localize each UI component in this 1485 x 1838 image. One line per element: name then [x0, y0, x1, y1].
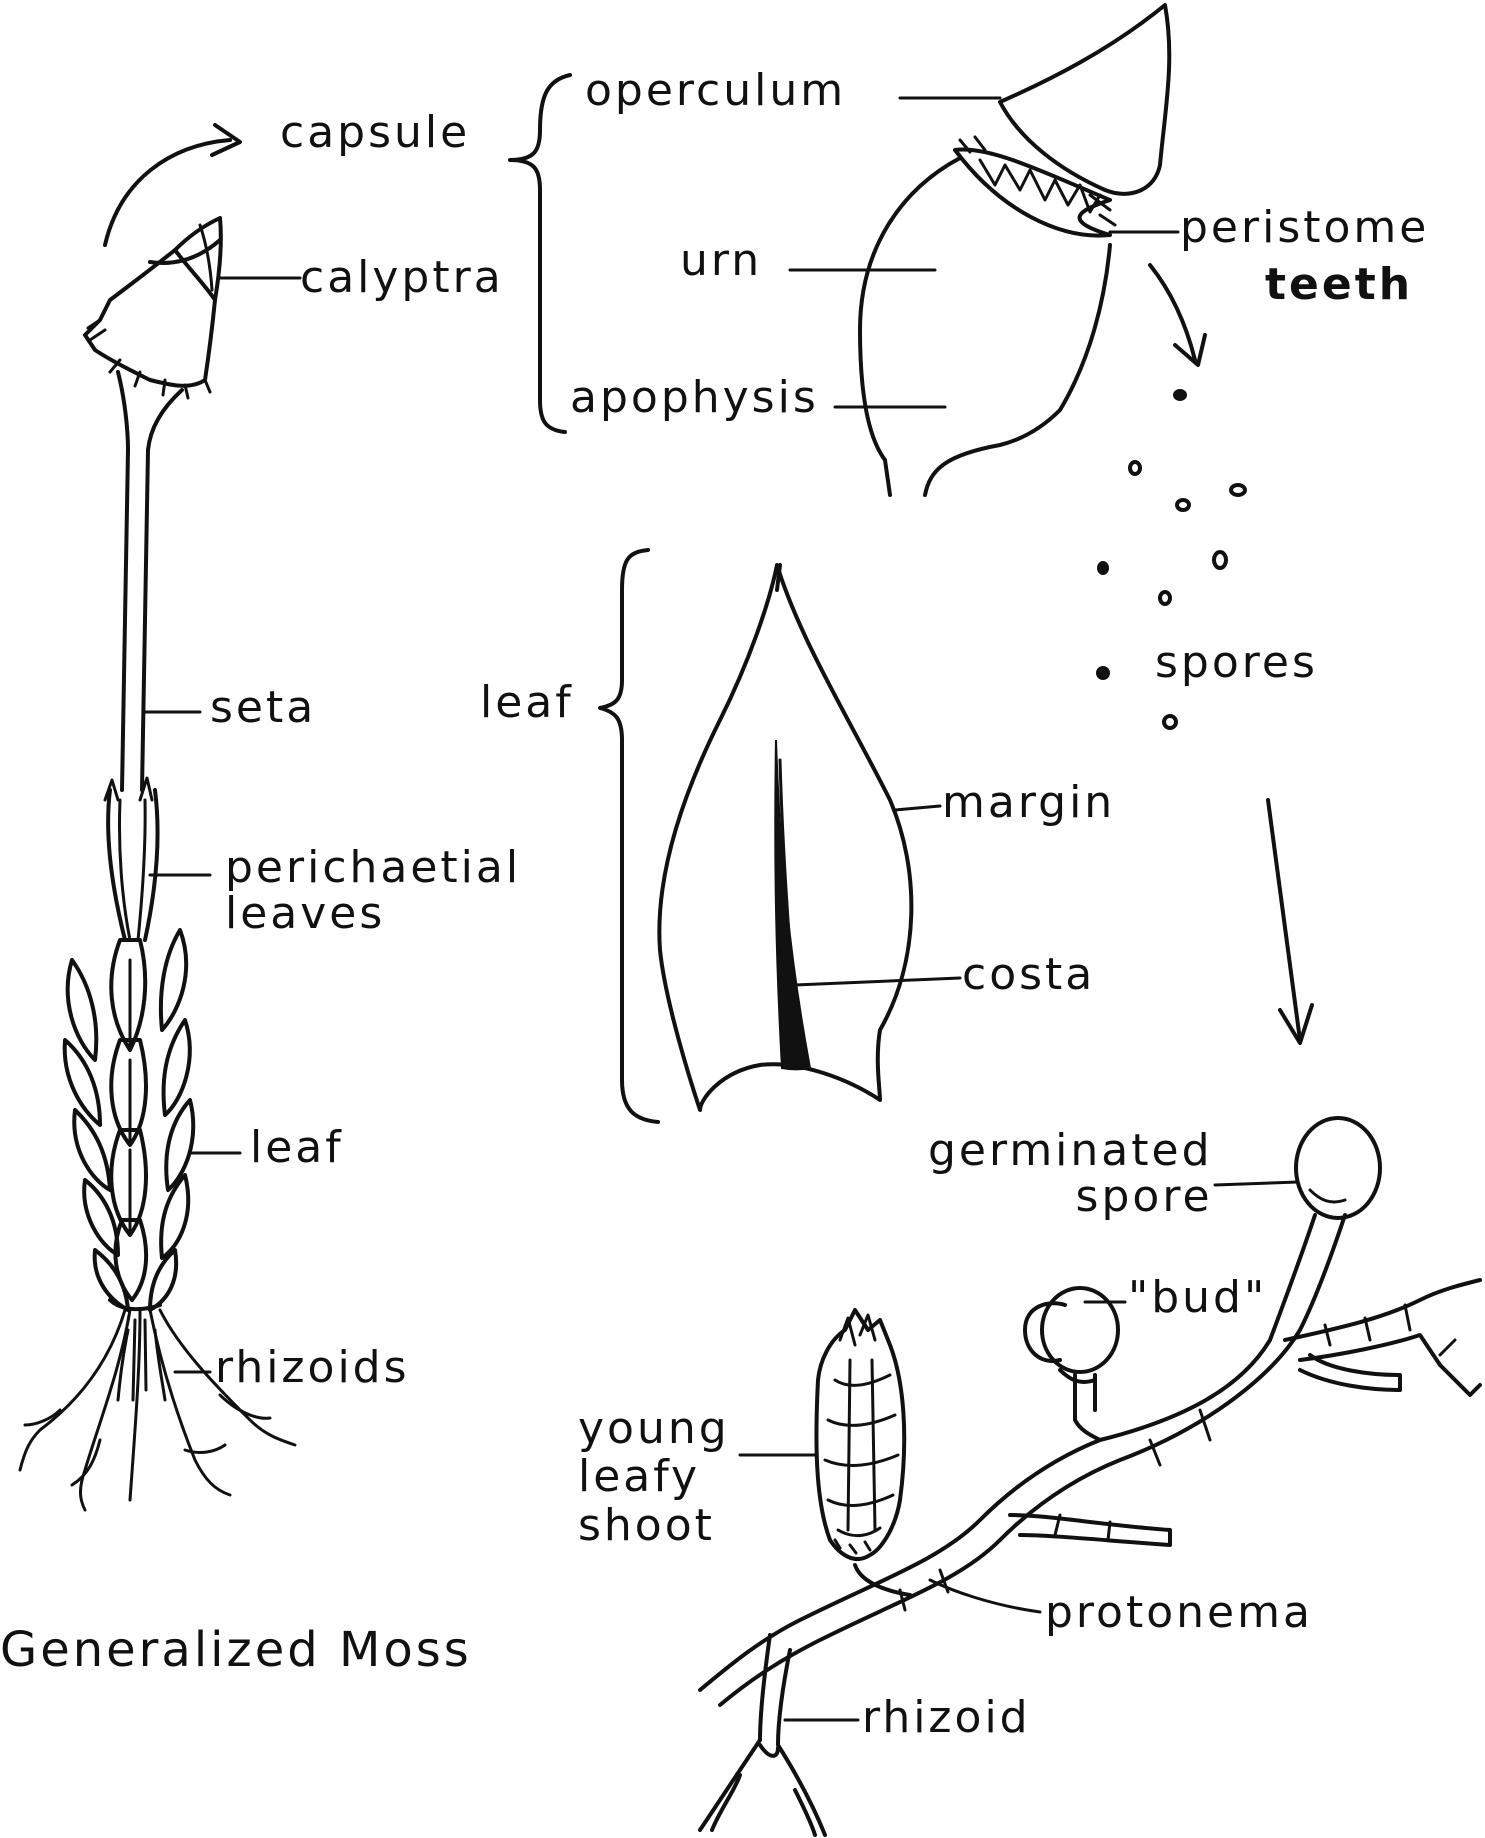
label-young-leafy-shoot: young leafy shoot	[578, 1405, 730, 1550]
label-perichaetial-leaves: perichaetial leaves	[225, 845, 521, 937]
label-bud: "bud"	[1128, 1275, 1267, 1321]
spore	[1214, 552, 1226, 568]
spore	[1130, 462, 1140, 474]
spore	[1177, 500, 1189, 510]
leaf-detail	[600, 550, 960, 1122]
label-apophysis: apophysis	[570, 375, 819, 421]
label-operculum: operculum	[585, 68, 846, 114]
rhizoids-roots	[20, 1310, 295, 1510]
spores-group	[1097, 390, 1312, 1043]
sporophyte-capsule	[85, 218, 221, 450]
label-peristome: peristome	[1180, 205, 1429, 251]
label-leaf-detail: leaf	[480, 680, 574, 726]
arrow-to-spores	[1150, 265, 1195, 360]
label-germinated-spore: germinated spore	[928, 1128, 1213, 1220]
peristome-ring	[955, 149, 1110, 235]
moss-plant	[20, 125, 300, 1510]
urn-right-wall	[925, 245, 1110, 495]
label-seta: seta	[210, 685, 316, 731]
label-rhizoid: rhizoid	[862, 1695, 1031, 1741]
leafy-stem	[65, 930, 194, 1310]
spore	[1098, 562, 1108, 574]
label-spores: spores	[1155, 640, 1318, 686]
capsule-brace	[510, 75, 570, 432]
label-title: Generalized Moss	[0, 1625, 472, 1675]
spore	[1174, 390, 1186, 400]
label-calyptra: calyptra	[300, 255, 504, 301]
spore	[1097, 667, 1109, 679]
label-costa: costa	[962, 952, 1095, 998]
label-protonema: protonema	[1045, 1590, 1313, 1636]
leader-germinated-spore	[1215, 1182, 1298, 1185]
leader-costa	[795, 978, 960, 985]
label-capsule: capsule	[280, 110, 470, 156]
spore	[1164, 716, 1176, 728]
spore	[1231, 485, 1245, 495]
young-leafy-shoot-drawing	[816, 1310, 910, 1595]
leaf-brace	[600, 550, 658, 1122]
seta-stalk-right	[142, 450, 148, 790]
leader-margin	[895, 806, 940, 810]
protonema-detail	[700, 1118, 1480, 1835]
urn-left-wall	[860, 158, 960, 495]
label-margin: margin	[942, 780, 1115, 826]
spore	[1160, 592, 1170, 604]
label-rhizoids: rhizoids	[215, 1345, 410, 1391]
rhizoid-branch	[700, 1635, 770, 1830]
label-leaf-stem: leaf	[250, 1125, 344, 1171]
seta-stalk	[122, 450, 128, 790]
label-teeth: teeth	[1265, 262, 1413, 308]
perichaetial-leaves	[105, 778, 158, 940]
label-urn: urn	[680, 238, 762, 284]
arrow-to-germination	[1268, 800, 1300, 1040]
